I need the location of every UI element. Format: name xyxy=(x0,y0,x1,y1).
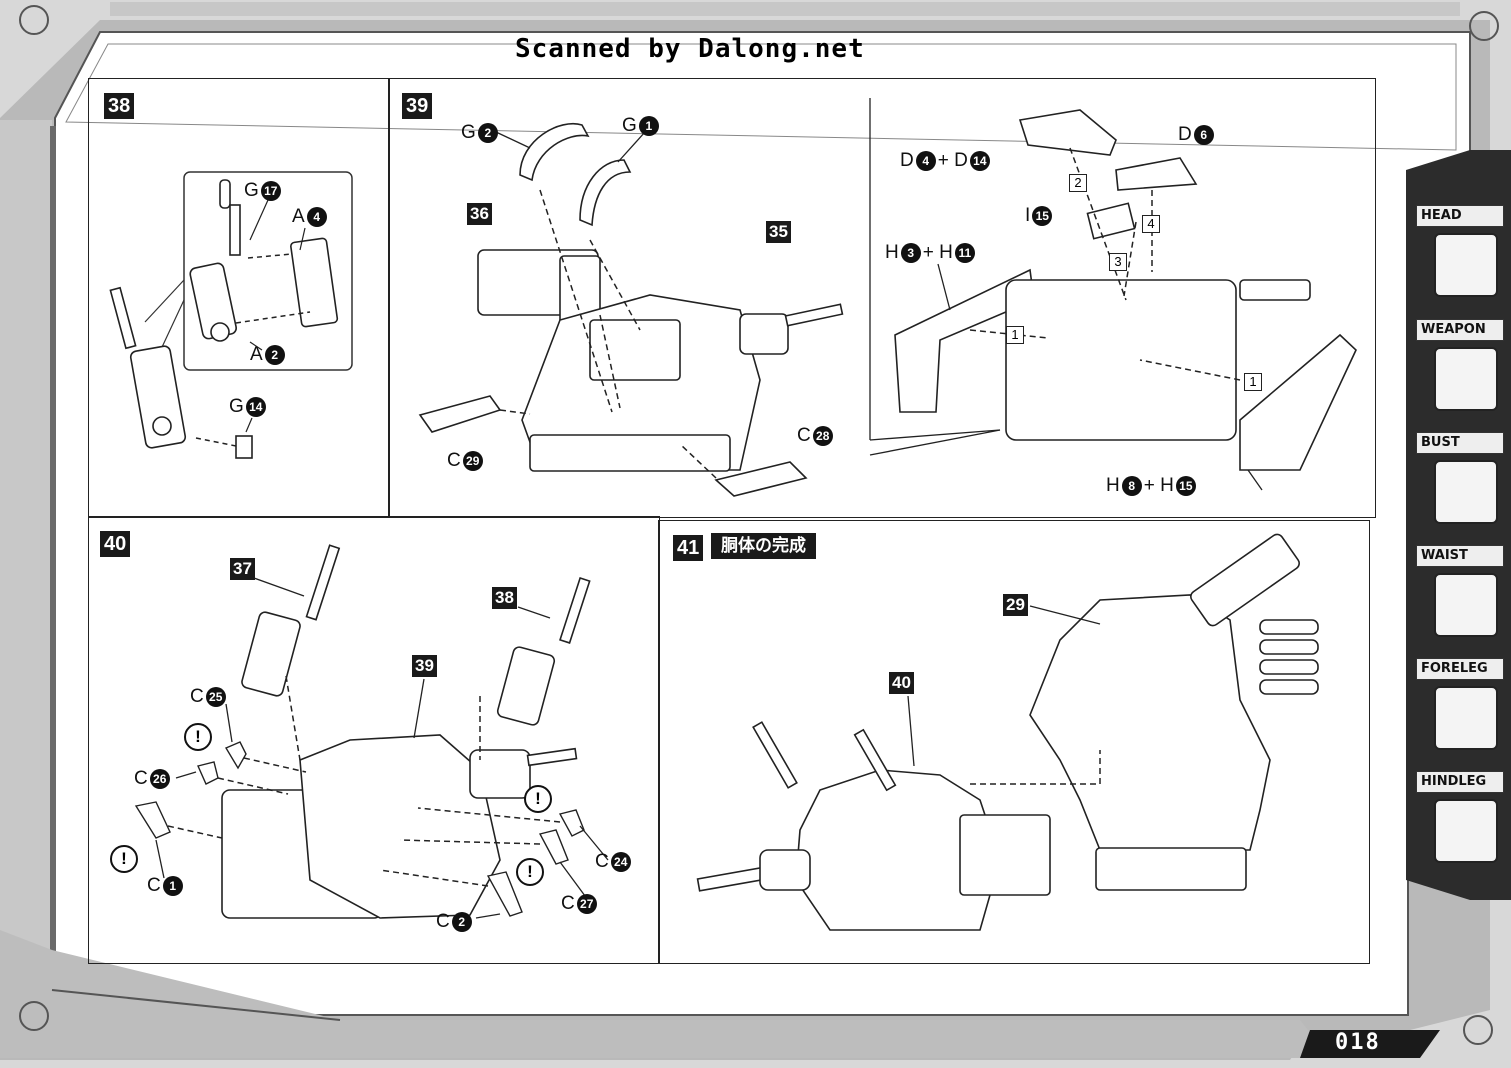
step-41-badge: 41 xyxy=(673,535,704,561)
order-mark-2: 2 xyxy=(1069,174,1087,192)
order-mark-3: 3 xyxy=(1109,253,1127,271)
warning-icon: ! xyxy=(524,785,552,813)
warning-icon: ! xyxy=(110,845,138,873)
hindleg-icon xyxy=(1434,799,1498,863)
step-40-ref-38: 38 xyxy=(492,587,517,609)
tab-label: WEAPON xyxy=(1416,319,1504,341)
tab-label: HEAD xyxy=(1416,205,1504,227)
warning-icon: ! xyxy=(184,723,212,751)
step-38-panel xyxy=(88,78,390,518)
step-39-ref-36: 36 xyxy=(467,203,492,225)
head-icon xyxy=(1434,233,1498,297)
step-41-title: 胴体の完成 xyxy=(711,533,816,559)
side-tab-bust[interactable]: BUST xyxy=(1412,432,1508,528)
order-mark-4: 4 xyxy=(1142,215,1160,233)
step-40-ref-39: 39 xyxy=(412,655,437,677)
step-39-panel xyxy=(388,78,1376,518)
order-mark-1b: 1 xyxy=(1244,373,1262,391)
step-39-badge: 39 xyxy=(402,93,433,119)
page-number: 018 xyxy=(1335,1030,1381,1055)
tab-label: HINDLEG xyxy=(1416,771,1504,793)
weapon-icon xyxy=(1434,347,1498,411)
foreleg-icon xyxy=(1434,686,1498,750)
step-41-ref-29: 29 xyxy=(1003,594,1028,616)
step-39-ref-35: 35 xyxy=(766,221,791,243)
warning-icon: ! xyxy=(516,858,544,886)
tab-label: WAIST xyxy=(1416,545,1504,567)
side-tab-hindleg[interactable]: HINDLEG xyxy=(1412,771,1508,867)
scan-credit: Scanned by Dalong.net xyxy=(515,34,865,64)
step-38-badge: 38 xyxy=(104,93,135,119)
side-tab-weapon[interactable]: WEAPON xyxy=(1412,319,1508,415)
tab-label: FORELEG xyxy=(1416,658,1504,680)
side-tab-waist[interactable]: WAIST xyxy=(1412,545,1508,641)
side-tab-foreleg[interactable]: FORELEG xyxy=(1412,658,1508,754)
tab-label: BUST xyxy=(1416,432,1504,454)
step-40-panel xyxy=(88,516,660,964)
step-40-badge: 40 xyxy=(100,531,131,557)
side-tab-head[interactable]: HEAD xyxy=(1412,205,1508,301)
step-40-ref-37: 37 xyxy=(230,558,255,580)
order-mark-1a: 1 xyxy=(1006,326,1024,344)
waist-icon xyxy=(1434,573,1498,637)
step-41-panel xyxy=(658,520,1370,964)
bust-icon xyxy=(1434,460,1498,524)
step-41-ref-40: 40 xyxy=(889,672,914,694)
